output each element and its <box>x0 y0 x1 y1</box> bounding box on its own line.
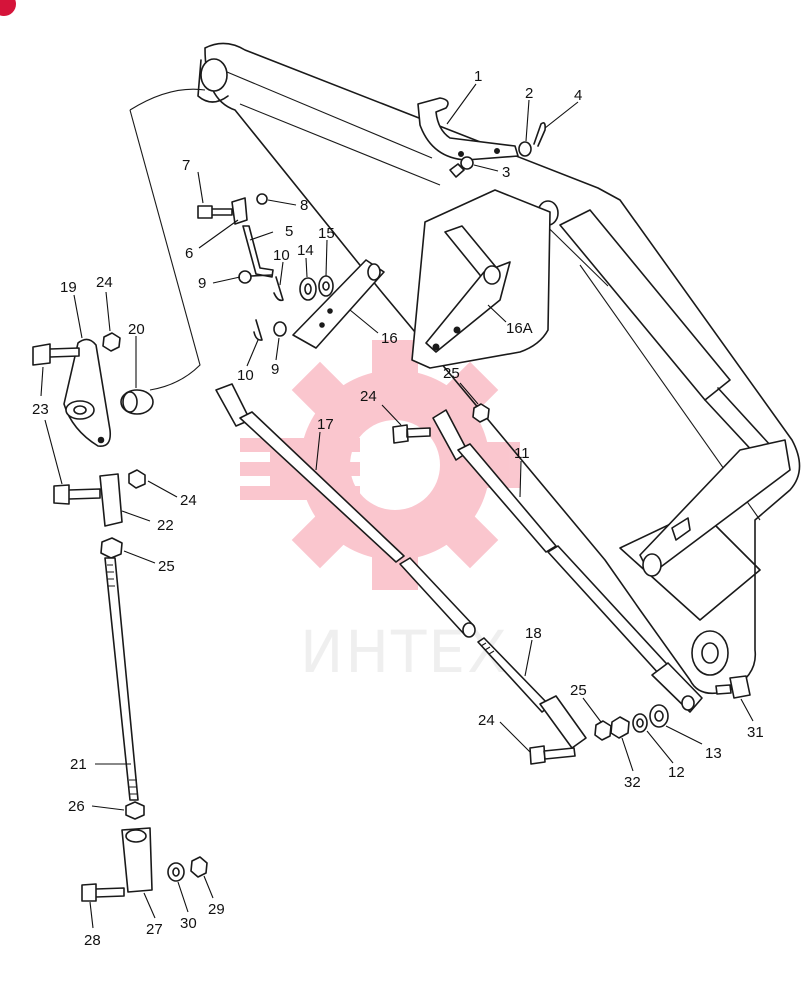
part-16-plate <box>292 259 385 349</box>
leader-lines <box>40 83 754 929</box>
callout-24d: 24 <box>478 712 495 729</box>
callout-6: 6 <box>185 245 193 262</box>
part-24-bolt-center <box>392 424 431 444</box>
callout-12: 12 <box>668 764 685 781</box>
part-3-nut <box>449 163 465 178</box>
part-3-washer <box>460 156 474 170</box>
part-4-cotter-pin <box>533 122 546 147</box>
part-6-clip <box>231 197 248 225</box>
part-25-nut-center <box>472 403 490 423</box>
part-31-bolt <box>715 675 751 699</box>
callout-3: 3 <box>502 164 510 181</box>
bracket-plate-16a <box>411 189 551 369</box>
callout-22: 22 <box>157 517 174 534</box>
callout-29: 29 <box>208 901 225 918</box>
part-23-bolt-lower <box>53 484 101 505</box>
callout-25c: 25 <box>570 682 587 699</box>
callout-24b: 24 <box>180 492 197 509</box>
callout-16: 16 <box>381 330 398 347</box>
callout-25a: 25 <box>158 558 175 575</box>
callout-4: 4 <box>574 87 582 104</box>
part-11-rod <box>432 409 703 713</box>
callout-21: 21 <box>70 756 87 773</box>
part-25-nut-lower-right <box>594 720 612 741</box>
callout-30: 30 <box>180 915 197 932</box>
callout-25b: 25 <box>443 365 460 382</box>
part-17-rod <box>215 383 476 638</box>
part-21-rod <box>104 557 139 801</box>
callout-5: 5 <box>285 223 293 240</box>
callout-32: 32 <box>624 774 641 791</box>
callout-16A: 16A <box>506 320 533 337</box>
callout-26: 26 <box>68 798 85 815</box>
corner-badge <box>0 0 16 16</box>
callout-27: 27 <box>146 921 163 938</box>
watermark-text: ИНТЕХ <box>300 618 509 686</box>
part-7-bolt <box>197 205 233 219</box>
part-22-clevis <box>99 473 123 527</box>
watermark: ИНТЕХ <box>240 340 520 686</box>
callout-2: 2 <box>525 85 533 102</box>
callout-1: 1 <box>474 68 482 85</box>
callout-11: 11 <box>514 445 530 462</box>
callout-8: 8 <box>300 197 308 214</box>
callout-24a: 24 <box>96 274 113 291</box>
part-5-rod <box>242 225 274 278</box>
callout-24c: 24 <box>360 388 377 405</box>
part-10-cotter-pin-lower <box>253 319 263 341</box>
part-9-nut-lower <box>273 321 287 337</box>
callout-13: 13 <box>705 745 722 762</box>
part-23-bolt-upper <box>32 343 80 366</box>
callout-7: 7 <box>182 157 190 174</box>
part-10-cotter-pin-upper <box>273 276 284 302</box>
boom-top-bore <box>200 58 228 92</box>
callout-labels: 1 2 3 4 5 6 7 8 9 9 10 10 11 12 13 14 15… <box>32 68 764 949</box>
callout-9a: 9 <box>198 275 206 292</box>
callout-31: 31 <box>747 724 764 741</box>
callout-28: 28 <box>84 932 101 949</box>
callout-23: 23 <box>32 401 49 418</box>
callout-18: 18 <box>525 625 542 642</box>
callout-9b: 9 <box>271 361 279 378</box>
part-1-hook-lever <box>417 97 519 161</box>
part-18-rod <box>477 637 587 749</box>
part-28-bolt <box>81 883 125 902</box>
part-29-lockwasher <box>190 856 208 878</box>
callout-20: 20 <box>128 321 145 338</box>
part-24-bolt-lower-right <box>529 745 576 765</box>
hydraulic-cylinder <box>537 200 791 577</box>
part-19-link-arm <box>63 338 112 447</box>
part-24-nut-lower-left <box>128 469 146 489</box>
part-8-washer <box>256 193 268 205</box>
callout-10b: 10 <box>237 367 254 384</box>
part-25-nut-left <box>100 537 123 559</box>
callout-15: 15 <box>318 225 335 242</box>
callout-19: 19 <box>60 279 77 296</box>
part-27-clevis <box>121 827 153 893</box>
callout-14: 14 <box>297 242 314 259</box>
part-9-nut-upper <box>238 270 252 284</box>
part-2-washer <box>518 141 532 157</box>
part-24-nut-upper-left <box>102 332 121 352</box>
part-26-nut <box>125 801 145 820</box>
callout-10a: 10 <box>273 247 290 264</box>
callout-17: 17 <box>317 416 334 433</box>
part-32-nut <box>610 716 630 739</box>
